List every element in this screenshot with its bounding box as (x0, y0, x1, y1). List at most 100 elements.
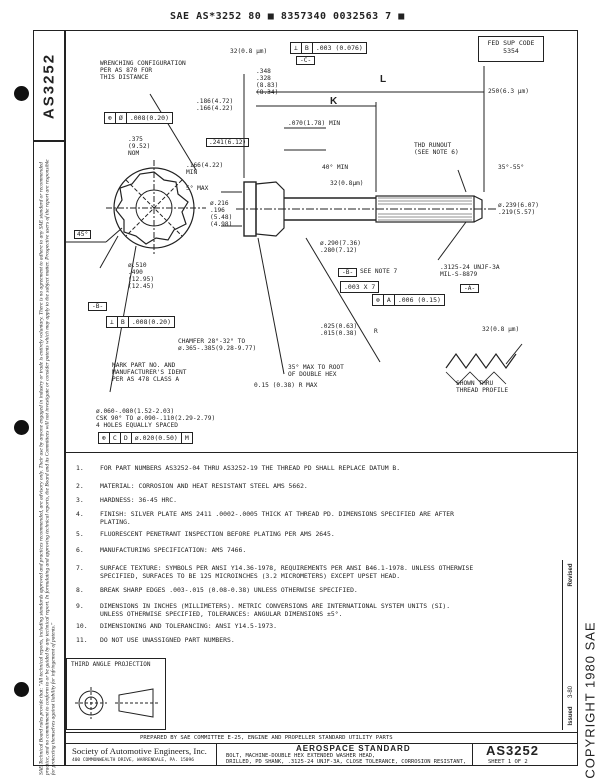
revision-column-divider (562, 560, 563, 730)
document-header-code: SAE AS*3252 80 ■ 8357340 0032563 7 ■ (170, 11, 405, 22)
title-block-row-line (65, 743, 577, 744)
fcf-position-008: ⊕ Ø .008(0.20) (104, 112, 173, 124)
note-number: 1. (76, 464, 84, 472)
note-text: FLUORESCENT PENETRANT INSPECTION BEFORE … (100, 530, 335, 538)
part-description: BOLT, MACHINE-DOUBLE HEX EXTENDED WASHER… (226, 753, 467, 765)
note-text: MATERIAL: CORROSION AND HEAT RESISTANT S… (100, 482, 308, 490)
dim-510: ø.510 .490 (12.95) (12.45) (128, 262, 155, 290)
fcf-003x: .003 X 7 (340, 281, 380, 293)
drawing-frame (33, 30, 578, 766)
note-text: HARDNESS: 36-45 HRC. (100, 496, 177, 504)
dim-241: .241(6.12) (206, 138, 250, 147)
fcf-perpendicularity-top: ⊥ B .003 (0.076) (290, 42, 367, 54)
note-number: 4. (76, 510, 84, 518)
fcf-symbol: ⊕ (105, 113, 116, 123)
note-text: FOR PART NUMBERS AS3252-04 THRU AS3252-1… (100, 464, 401, 472)
prepared-by: PREPARED BY SAE COMMITTEE E-25, ENGINE A… (140, 735, 393, 741)
fcf-value: .003 X 7 (344, 283, 376, 291)
fcf-value: .006 (0.15) (397, 296, 441, 304)
note-number: 7. (76, 564, 84, 572)
note-number: 8. (76, 586, 84, 594)
fed-sup-code-value: 5354 (503, 47, 519, 55)
left-strip-divider (64, 30, 66, 766)
fcf-value: .008(0.20) (131, 318, 171, 326)
dim-label-l: L (380, 74, 387, 85)
chamfer-note: CHAMFER 28°-32° TO ø.365-.385(9.28-9.77) (178, 338, 257, 352)
note-text: DIMENSIONING AND TOLERANCING: ANSI Y14.5… (100, 622, 277, 630)
fcf-modifier: M (184, 434, 189, 442)
bolt-drawing (66, 66, 523, 393)
note-text: MANUFACTURING SPECIFICATION: AMS 7466. (100, 546, 247, 554)
fcf-perpendicularity-008: ⊥ B .008(0.20) (106, 316, 175, 328)
document-number: AS3252 (486, 743, 539, 758)
title-block-col-line (472, 743, 473, 766)
see-note-7: SEE NOTE 7 (360, 268, 398, 275)
dim-216: ø.216 .196 (5.48) (4.98) (210, 200, 233, 228)
title-block-top-line (65, 732, 577, 733)
binder-hole (14, 682, 29, 697)
note-number: 11. (76, 636, 88, 644)
fed-sup-code-box: FED SUP CODE 5354 (478, 36, 544, 62)
side-document-number: AS3252 (40, 52, 58, 120)
title-block-col-line (216, 743, 217, 766)
shown-thru-note: SHOWN THRU THREAD PROFILE (456, 380, 509, 394)
fcf-symbol: ⊚ (373, 295, 384, 305)
issued-label: Issued (568, 706, 574, 726)
note-text: FINISH: SILVER PLATE AMS 2411 .0002-.000… (100, 510, 454, 526)
binder-hole (14, 86, 29, 101)
left-strip-divider (33, 140, 65, 142)
sheet-number: SHEET 1 OF 2 (488, 759, 528, 765)
fcf-datum: B (302, 43, 313, 53)
note-number: 2. (76, 482, 84, 490)
dim-label-k: K (330, 96, 338, 107)
r-max-note: 0.15 (0.38) R MAX (254, 382, 318, 389)
note-text: DIMENSIONS IN INCHES (MILLIMETERS). METR… (100, 602, 451, 618)
fcf-datum-d: D (121, 433, 132, 443)
fcf-symbol: ⊥ (291, 43, 302, 53)
datum-b-fcf-label: -B- (88, 302, 108, 311)
society-name: Society of Automotive Engineers, Inc. (72, 746, 207, 756)
note-text: SURFACE TEXTURE: SYMBOLS PER ANSI Y14.36… (100, 564, 474, 580)
angle-35-55: 35°-55° (498, 164, 525, 171)
projection-symbol (75, 687, 159, 719)
dim-186: .186(4.72) .166(4.22) (196, 98, 234, 112)
dim-surface-32-right: 32(0.8 μm) (482, 326, 520, 333)
dim-290: ø.290(7.36) .280(7.12) (320, 240, 361, 254)
dim-239: ø.239(6.07) .219(5.57) (498, 202, 539, 216)
note-number: 10. (76, 622, 88, 630)
dim-348: .348 .328 (8.83) (8.34) (256, 68, 279, 96)
five-max: 5° MAX (186, 185, 209, 192)
dim-surface-32-mid: 32(0.8μm) (330, 180, 364, 187)
third-angle-title: THIRD ANGLE PROJECTION (71, 661, 151, 668)
notes-divider (65, 452, 577, 453)
binder-hole (14, 420, 29, 435)
note-number: 6. (76, 546, 84, 554)
note-number: 3. (76, 496, 84, 504)
note-text: BREAK SHARP EDGES .003-.015 (0.08-0.38) … (100, 586, 358, 594)
fcf-value: .003 (0.076) (315, 44, 363, 52)
wrench-config-note: WRENCHING CONFIGURATION PER AS 870 FOR T… (100, 60, 186, 81)
dim-40-min: 40° MIN (322, 164, 349, 171)
fcf-datum: B (118, 317, 129, 327)
note-number: 5. (76, 530, 84, 538)
mark-part-note: MARK PART NO. AND MANUFACTURER'S IDENT P… (112, 362, 187, 383)
issued-date: 3-80 (568, 685, 574, 699)
fed-sup-code-label: FED SUP CODE (487, 39, 535, 47)
fcf-value: .008(0.20) (129, 114, 169, 122)
fcf-datum: A (384, 295, 395, 305)
datum-c-label: -C- (296, 56, 316, 65)
dim-166: .166(4.22) MIN (186, 162, 224, 176)
revised-label: Revised (568, 563, 574, 587)
note-number: 9. (76, 602, 84, 610)
dim-surface-32-top: 32(0.8 μm) (230, 48, 268, 55)
holes-spec: ø.060-.080(1.52-2.03) CSK 90° TO ø.090-.… (96, 408, 216, 429)
dim-r-label: R (374, 328, 378, 335)
fcf-symbol: ⊥ (107, 317, 118, 327)
society-address: 400 COMMONWEALTH DRIVE, WARRENDALE, PA. … (72, 758, 194, 763)
third-angle-projection-box: THIRD ANGLE PROJECTION (66, 658, 166, 730)
angle-35-max-note: 35° MAX TO ROOT OF DOUBLE HEX (288, 364, 344, 378)
fcf-position-holes: ⊕ C D ø.020(0.50) M (98, 432, 193, 444)
fcf-modifier: Ø (116, 113, 127, 123)
dim-surface-250: 250(6.3 μm) (488, 88, 529, 95)
note-text: DO NOT USE UNASSIGNED PART NUMBERS. (100, 636, 235, 644)
